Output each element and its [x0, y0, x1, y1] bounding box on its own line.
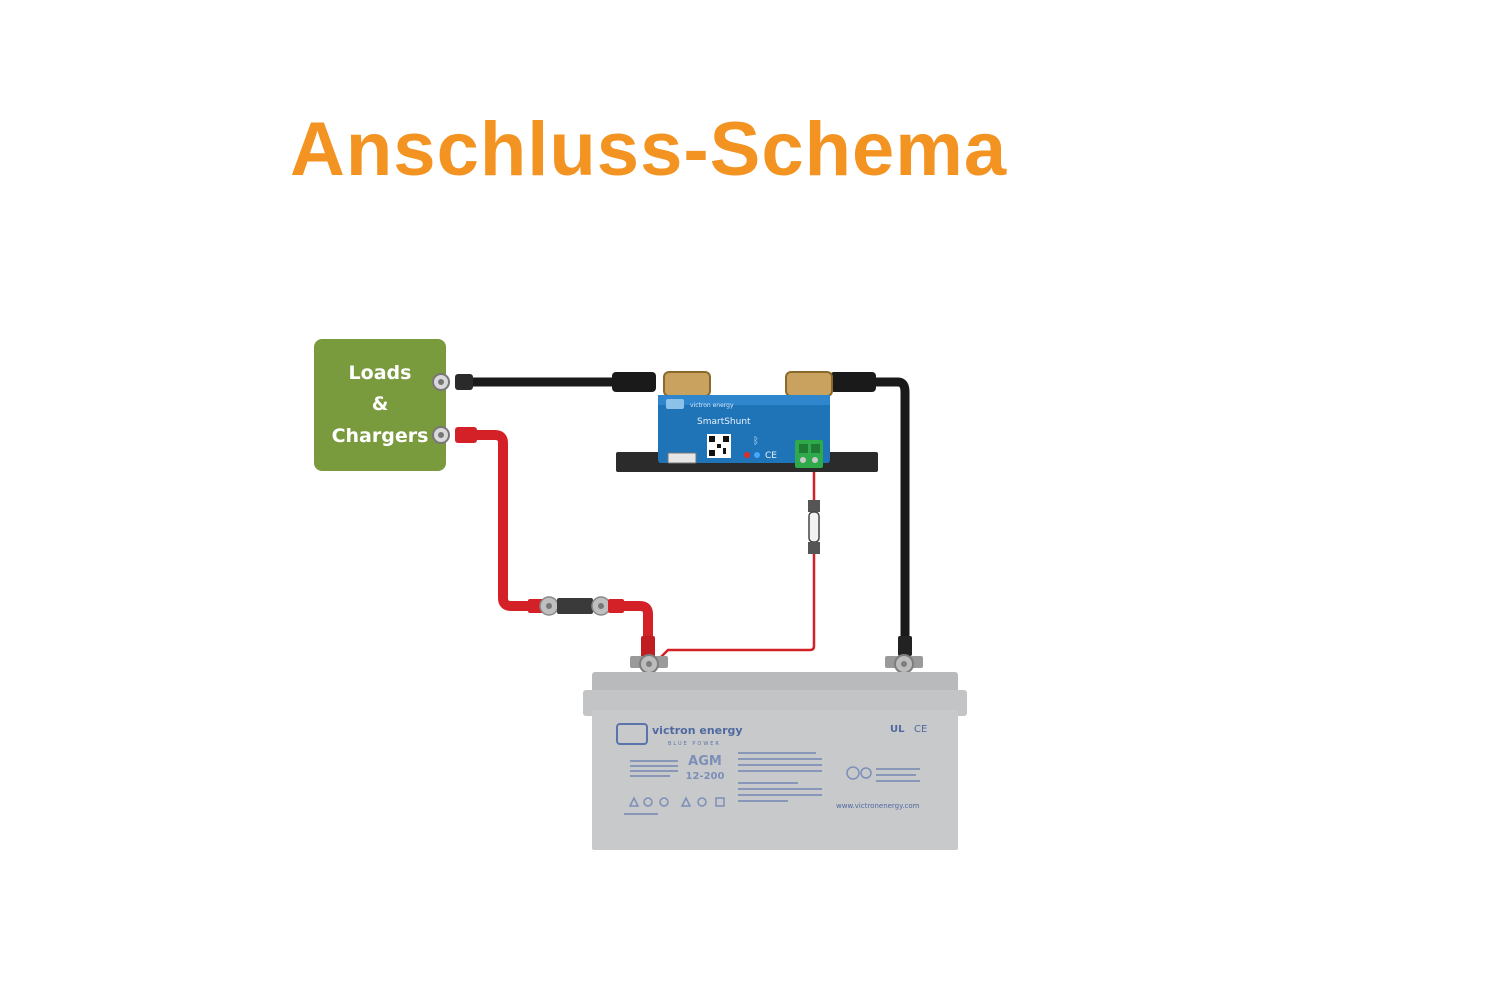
negative-cable-battery — [870, 377, 910, 652]
shunt-name-label: SmartShunt — [697, 417, 751, 427]
shunt-brand-label: victron energy — [690, 402, 734, 409]
chargers-label: Chargers — [332, 425, 429, 447]
loads-label: Loads — [349, 362, 412, 384]
negative-cable-boot-right — [830, 372, 876, 392]
shunt-vedirect-port — [667, 452, 697, 464]
shunt-stud-battery — [785, 371, 833, 397]
battery-body — [592, 710, 958, 850]
loads-chargers-box: Loads & Chargers — [314, 339, 450, 471]
bluetooth-icon: ᛒ — [753, 436, 759, 447]
positive-cable-to-battery — [608, 601, 653, 652]
positive-cable-lug-bottom — [641, 636, 655, 658]
battery-fine-print — [624, 752, 920, 815]
ul-mark-icon: UL — [890, 724, 905, 735]
qr-code-icon — [707, 434, 731, 458]
battery: victron energy BLUE POWER AGM 12-200 — [583, 654, 967, 850]
battery-safety-icons — [628, 766, 872, 807]
victron-logo-icon — [616, 723, 648, 745]
positive-cable-main — [470, 430, 540, 611]
battery-website-label: www.victronenergy.com — [836, 802, 920, 810]
positive-cable-lug-left — [455, 427, 477, 443]
battery-model-line2: 12-200 — [686, 771, 725, 782]
page-title: Anschluss-Schema — [290, 107, 1008, 192]
status-led-blue — [754, 452, 760, 458]
battery-tagline-label: BLUE POWER — [668, 741, 721, 747]
negative-cable-lug-bottom — [898, 636, 912, 656]
main-fuse — [528, 596, 624, 616]
negative-cable-boot-left — [612, 372, 656, 392]
shunt-body — [658, 395, 830, 463]
status-led-red — [744, 452, 750, 458]
ce-mark-battery-icon: CE — [914, 724, 927, 735]
ce-mark-icon: CE — [765, 451, 777, 461]
shunt-stud-load — [663, 371, 711, 397]
sense-wire — [657, 470, 816, 661]
negative-cable-lug-left — [455, 374, 473, 390]
battery-model-line1: AGM — [688, 754, 722, 769]
shunt-logo-icon — [666, 399, 684, 409]
sense-wire-fuse — [808, 500, 820, 554]
battery-brand-label: victron energy — [652, 724, 743, 737]
ampersand-label: & — [372, 393, 389, 415]
smartshunt: victron energy SmartShunt ᛒ CE — [616, 371, 878, 472]
